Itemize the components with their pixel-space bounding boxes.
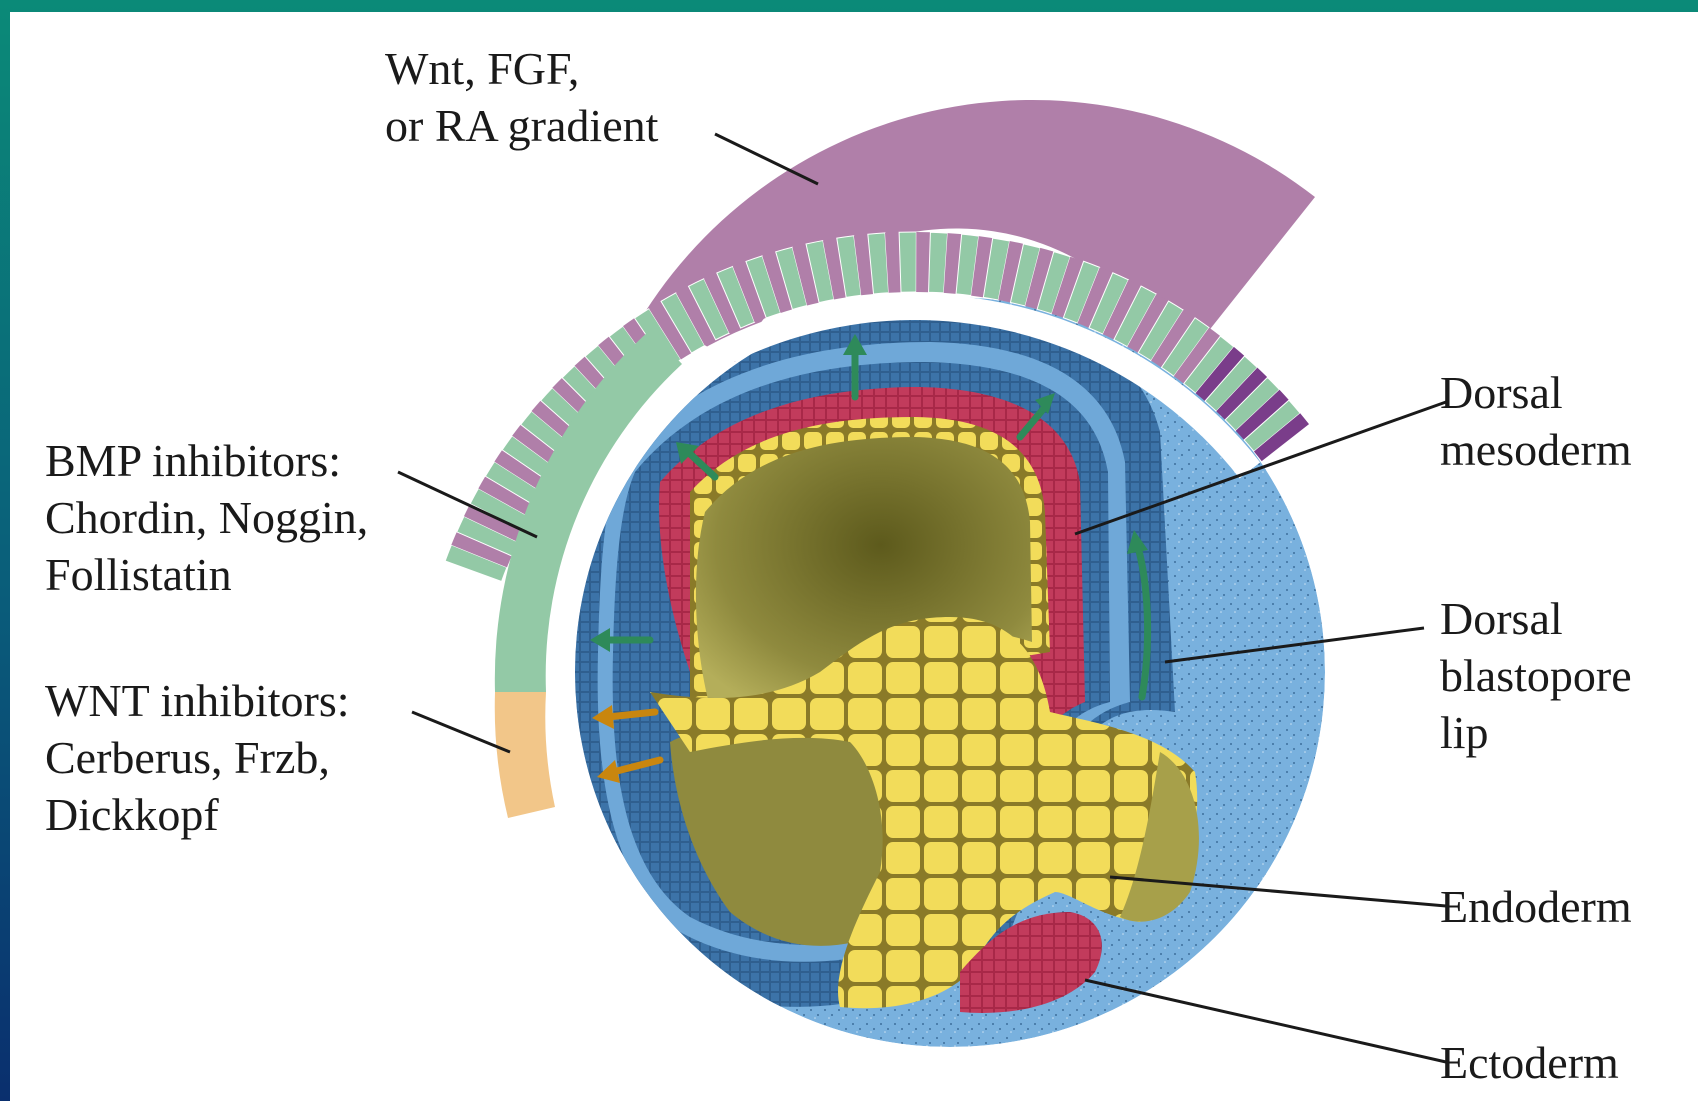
- label-gradient-line-1: Wnt, FGF,: [385, 40, 658, 97]
- label-bmp-line-3: Follistatin: [45, 546, 368, 603]
- stripe-green-segment: [899, 232, 916, 292]
- label-gradient: Wnt, FGF, or RA gradient: [385, 40, 658, 154]
- label-wnt-line-1: WNT inhibitors:: [45, 672, 350, 729]
- label-dorsal-mesoderm: Dorsal mesoderm: [1440, 364, 1632, 478]
- label-blastopore-line-1: Dorsal: [1440, 590, 1632, 647]
- wnt-inhibitor-band: [495, 692, 555, 818]
- label-bmp-inhibitors: BMP inhibitors: Chordin, Noggin, Follist…: [45, 432, 368, 603]
- label-bmp-line-1: BMP inhibitors:: [45, 432, 368, 489]
- label-wnt-line-3: Dickkopf: [45, 786, 350, 843]
- label-gradient-line-2: or RA gradient: [385, 97, 658, 154]
- leader-gradient: [715, 134, 818, 184]
- label-ectoderm: Ectoderm: [1440, 1034, 1619, 1091]
- label-wnt-line-2: Cerberus, Frzb,: [45, 729, 350, 786]
- leader-ectoderm: [1085, 980, 1446, 1062]
- label-wnt-inhibitors: WNT inhibitors: Cerberus, Frzb, Dickkopf: [45, 672, 350, 843]
- label-blastopore-line-2: blastopore: [1440, 647, 1632, 704]
- stripe-pink-segment: [916, 232, 930, 292]
- label-endoderm: Endoderm: [1440, 878, 1632, 935]
- label-blastopore-lip: Dorsal blastopore lip: [1440, 590, 1632, 761]
- label-blastopore-line-3: lip: [1440, 704, 1632, 761]
- label-dorsal-mesoderm-line-1: Dorsal: [1440, 364, 1632, 421]
- diagram-frame: Wnt, FGF, or RA gradient BMP inhibitors:…: [10, 12, 1698, 1101]
- label-bmp-line-2: Chordin, Noggin,: [45, 489, 368, 546]
- label-dorsal-mesoderm-line-2: mesoderm: [1440, 421, 1632, 478]
